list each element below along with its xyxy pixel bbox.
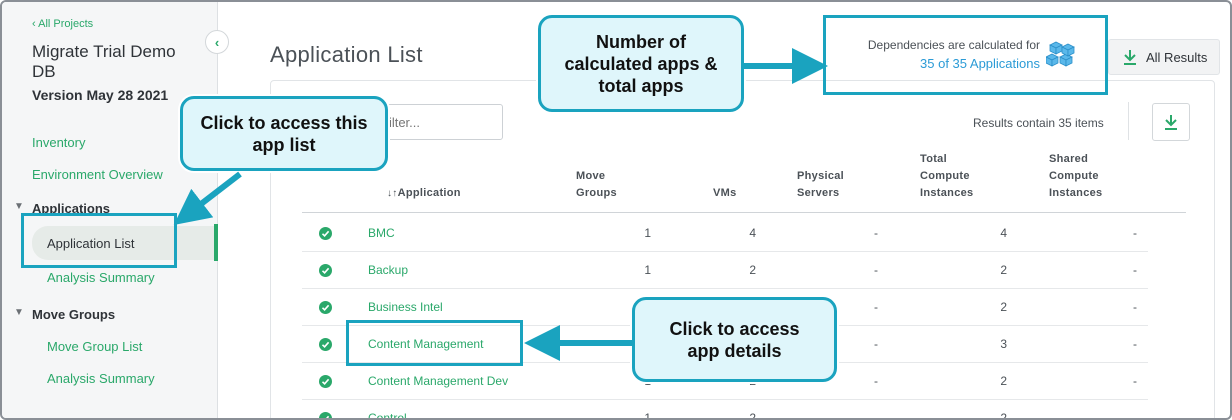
table-row: Control 1 2 - 2 - xyxy=(302,400,1148,420)
all-projects-link[interactable]: ‹ All Projects xyxy=(32,18,94,30)
vms-cell: 4 xyxy=(749,226,756,240)
physical-servers-cell: - xyxy=(874,263,878,277)
download-icon xyxy=(1124,50,1136,65)
shared-compute-cell: - xyxy=(1133,411,1137,420)
column-header-application[interactable]: ↓↑Application xyxy=(387,187,461,199)
move-groups-cell: 1 xyxy=(644,226,651,240)
check-circle-icon xyxy=(319,338,332,351)
application-link[interactable]: Business Intel xyxy=(368,300,443,314)
vms-cell: 2 xyxy=(749,411,756,420)
callout-calculated-apps: Number of calculated apps & total apps xyxy=(538,15,744,112)
physical-servers-cell: - xyxy=(874,337,878,351)
dependencies-link[interactable]: 35 of 35 Applications xyxy=(920,56,1040,71)
application-link[interactable]: Content Management Dev xyxy=(368,374,509,388)
move-groups-cell: 1 xyxy=(644,263,651,277)
table-row: Backup 1 2 - 2 - xyxy=(302,252,1148,289)
column-header-move-groups[interactable]: Move Groups xyxy=(576,170,617,199)
project-version: Version May 28 2021 xyxy=(32,87,169,103)
filter-input[interactable] xyxy=(372,104,503,140)
shared-compute-cell: - xyxy=(1133,337,1137,351)
application-list-highlight xyxy=(21,213,177,268)
physical-servers-cell: - xyxy=(874,411,878,420)
table-row: BMC 1 4 - 4 - xyxy=(302,215,1148,252)
collapse-sidebar-button[interactable]: ‹ xyxy=(205,30,229,54)
chevron-down-icon: ▼ xyxy=(14,201,24,212)
download-icon xyxy=(1165,115,1177,130)
all-results-button[interactable]: All Results xyxy=(1108,39,1220,75)
physical-servers-cell: - xyxy=(874,374,878,388)
page-title: Application List xyxy=(270,42,423,67)
cubes-icon xyxy=(1046,41,1075,67)
sidebar-item-inventory[interactable]: Inventory xyxy=(32,135,86,150)
total-compute-cell: 2 xyxy=(1000,374,1007,388)
application-link[interactable]: Backup xyxy=(368,263,409,277)
export-button[interactable] xyxy=(1152,103,1190,141)
sidebar-section-move-groups[interactable]: ▼ Move Groups xyxy=(14,307,116,322)
total-compute-cell: 3 xyxy=(1000,337,1007,351)
callout-app-details: Click to access app details xyxy=(632,297,837,382)
check-circle-icon xyxy=(319,412,332,418)
application-link[interactable]: BMC xyxy=(368,226,395,240)
sidebar-item-move-group-list[interactable]: Move Group List xyxy=(47,339,143,354)
sidebar-active-indicator xyxy=(214,224,218,261)
results-count: Results contain 35 items xyxy=(973,116,1104,130)
project-title: Migrate Trial Demo DB xyxy=(32,42,176,81)
move-groups-cell: 1 xyxy=(644,411,651,420)
total-compute-cell: 2 xyxy=(1000,263,1007,277)
shared-compute-cell: - xyxy=(1133,300,1137,314)
check-circle-icon xyxy=(319,264,332,277)
shared-compute-cell: - xyxy=(1133,263,1137,277)
column-header-physical-servers[interactable]: Physical Servers xyxy=(797,170,845,199)
shared-compute-cell: - xyxy=(1133,226,1137,240)
all-results-label: All Results xyxy=(1146,49,1208,65)
sort-icon: ↓↑ xyxy=(387,188,398,199)
check-circle-icon xyxy=(319,227,332,240)
dependencies-summary: Dependencies are calculated for 35 of 35… xyxy=(838,32,1088,92)
column-header-shared-compute[interactable]: Shared Compute Instances xyxy=(1049,153,1103,199)
sidebar-item-analysis-summary[interactable]: Analysis Summary xyxy=(47,270,155,285)
physical-servers-cell: - xyxy=(874,300,878,314)
total-compute-cell: 4 xyxy=(1000,226,1007,240)
total-compute-cell: 2 xyxy=(1000,411,1007,420)
total-compute-cell: 2 xyxy=(1000,300,1007,314)
application-link[interactable]: Control xyxy=(368,411,407,420)
sidebar-active-highlight xyxy=(32,226,218,260)
dependencies-text: Dependencies are calculated for xyxy=(867,38,1040,52)
sidebar: ‹ All Projects Migrate Trial Demo DB Ver… xyxy=(2,2,218,418)
application-link[interactable]: Content Management xyxy=(368,337,484,351)
content-management-highlight xyxy=(346,320,523,366)
column-header-total-compute[interactable]: Total Compute Instances xyxy=(920,153,974,199)
sidebar-item-environment-overview[interactable]: Environment Overview xyxy=(32,167,163,182)
column-header-vms[interactable]: VMs xyxy=(713,187,737,199)
toolbar-divider xyxy=(1128,102,1129,140)
check-circle-icon xyxy=(319,301,332,314)
sidebar-item-move-analysis-summary[interactable]: Analysis Summary xyxy=(47,371,155,386)
sidebar-section-label: Applications xyxy=(32,201,111,216)
shared-compute-cell: - xyxy=(1133,374,1137,388)
dependencies-highlight xyxy=(823,15,1108,95)
chevron-down-icon: ▼ xyxy=(14,307,24,318)
sidebar-item-application-list[interactable]: Application List xyxy=(47,236,135,251)
vms-cell: 2 xyxy=(749,263,756,277)
sidebar-section-applications[interactable]: ▼ Applications xyxy=(14,201,111,216)
table-header-divider xyxy=(302,212,1186,213)
check-circle-icon xyxy=(319,375,332,388)
physical-servers-cell: - xyxy=(874,226,878,240)
sidebar-section-label: Move Groups xyxy=(32,307,116,322)
callout-app-list: Click to access this app list xyxy=(180,96,388,171)
